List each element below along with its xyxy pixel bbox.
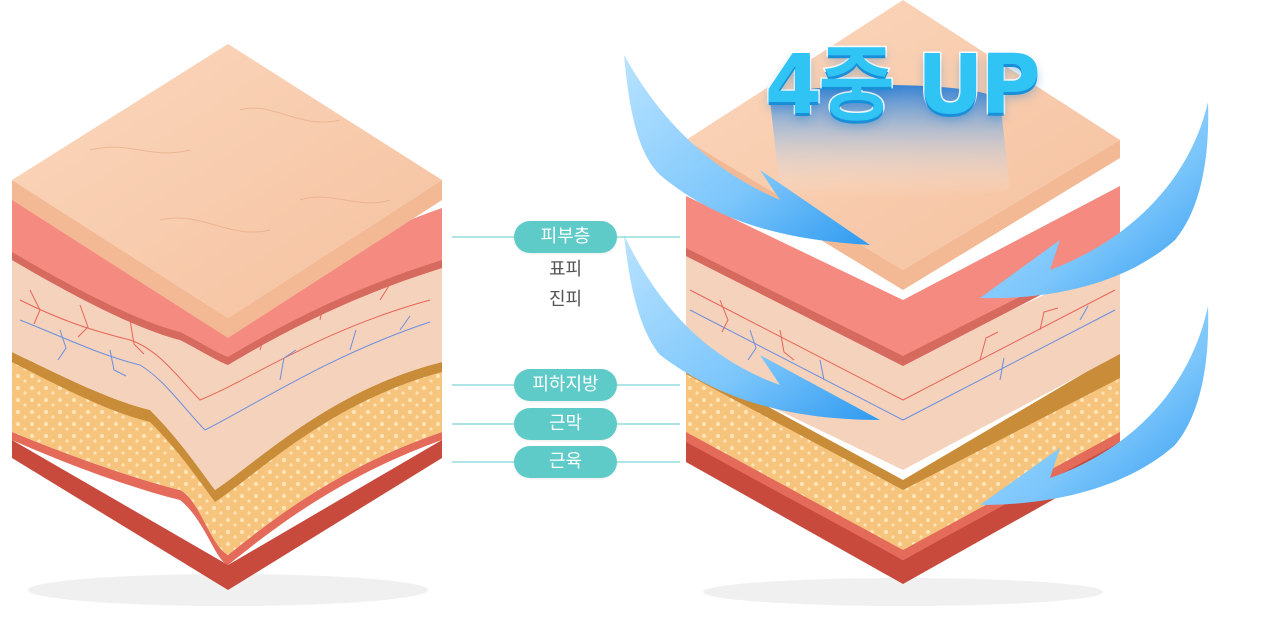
up-arrows	[624, 55, 1209, 505]
lift-title: 4중 UP	[764, 37, 1043, 135]
left-fat-layer	[12, 360, 442, 555]
label-dermis: 진피	[548, 289, 583, 310]
right-blood-vessels	[689, 289, 1116, 421]
right-fat-layer	[686, 370, 1120, 550]
left-top-surface	[12, 44, 442, 318]
left-dermis-layer	[12, 260, 442, 490]
left-blood-vessels	[19, 283, 431, 431]
label-subcutaneous-fat: 피하지방	[514, 369, 617, 401]
up-arrow-icon	[624, 235, 880, 420]
up-arrow-icon	[980, 306, 1209, 505]
up-arrow-icon	[624, 55, 870, 245]
right-block-shadow	[703, 578, 1103, 606]
label-fascia: 근막	[514, 408, 617, 440]
left-skin-block	[12, 44, 442, 606]
connector-lines	[452, 236, 680, 463]
label-epidermis: 표피	[548, 259, 583, 280]
lift-glow	[770, 85, 1010, 198]
up-arrow-icon	[980, 102, 1209, 299]
label-muscle: 근육	[514, 446, 617, 478]
right-fascia-band	[686, 352, 1120, 490]
label-skin-layer: 피부층	[514, 221, 617, 253]
